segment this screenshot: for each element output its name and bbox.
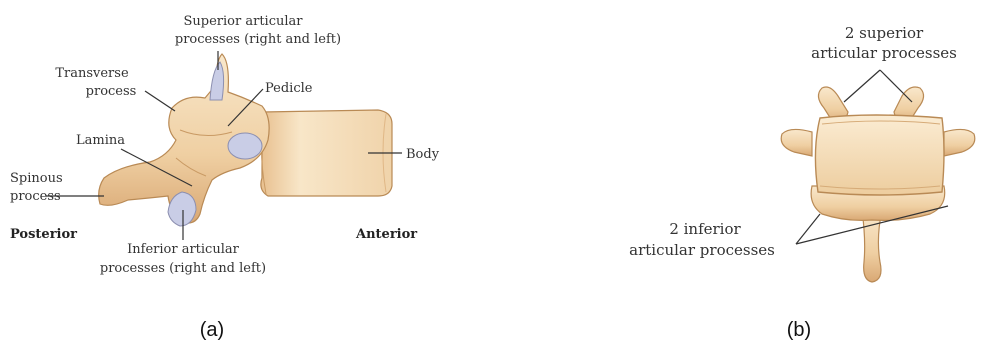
label-body: Body <box>406 147 440 162</box>
left-transverse-process-shape <box>781 129 812 156</box>
caption-a: (a) <box>200 319 224 341</box>
right-transverse-process-shape <box>944 129 975 156</box>
frontal-vertebra-illustration <box>781 87 975 282</box>
caption-b: (b) <box>787 319 811 341</box>
label-b-inferior-2: articular processes <box>629 241 775 259</box>
label-pedicle: Pedicle <box>265 81 313 96</box>
label-transverse-2: process <box>86 84 137 99</box>
pedicle-facet <box>228 133 262 159</box>
label-lamina: Lamina <box>76 133 125 148</box>
label-anterior: Anterior <box>355 227 417 242</box>
panel-a: Superior articular processes (right and … <box>10 14 440 341</box>
label-superior-articular-1: Superior articular <box>184 14 304 29</box>
label-inferior-articular-2: processes (right and left) <box>100 261 266 276</box>
label-b-superior-2: articular processes <box>811 44 957 62</box>
panel-b: 2 superior articular processes 2 inferio… <box>629 24 975 341</box>
label-transverse-1: Transverse <box>55 66 129 81</box>
label-superior-articular-2: processes (right and left) <box>175 32 341 47</box>
label-inferior-articular-1: Inferior articular <box>127 242 239 257</box>
label-spinous-1: Spinous <box>10 171 63 186</box>
label-b-inferior-1: 2 inferior <box>669 220 741 238</box>
label-b-superior-1: 2 superior <box>845 24 924 42</box>
label-posterior: Posterior <box>10 227 77 242</box>
lateral-vertebra-illustration <box>99 54 392 226</box>
label-spinous-2: process <box>10 189 61 204</box>
superior-articular-facet <box>210 62 224 100</box>
vertebral-body-front-shape <box>815 115 944 195</box>
